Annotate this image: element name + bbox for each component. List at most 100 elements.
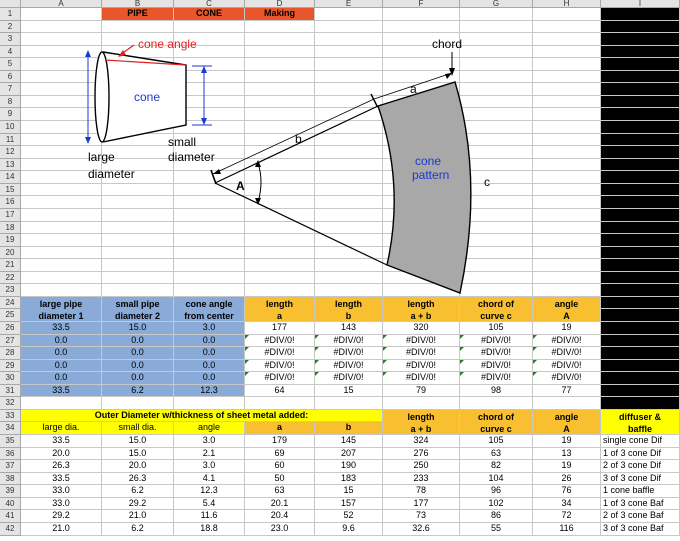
title-making[interactable]: Making	[245, 8, 315, 21]
cell-D15[interactable]	[245, 183, 315, 197]
table2-r36-cH[interactable]: 13	[533, 447, 601, 461]
column-header-A[interactable]: A	[21, 0, 102, 8]
cell-A21[interactable]	[21, 259, 102, 272]
cell-E13[interactable]	[315, 158, 383, 172]
cell-H9[interactable]	[533, 108, 601, 122]
cell-E17[interactable]	[315, 208, 383, 222]
table2-r35-cA[interactable]: 33.5	[21, 435, 102, 448]
cell-F11[interactable]	[383, 133, 460, 147]
table2-r36-cI[interactable]: 1 of 3 cone Dif	[601, 447, 680, 461]
table1-r30-cH[interactable]: #DIV/0!	[533, 372, 601, 385]
row-header-1[interactable]: 1	[0, 8, 21, 21]
cell-A17[interactable]	[21, 208, 102, 222]
cell-D17[interactable]	[245, 208, 315, 222]
table1-r30-cF[interactable]: #DIV/0!	[383, 372, 460, 385]
cell-A11[interactable]	[21, 133, 102, 147]
cell-E9[interactable]	[315, 108, 383, 122]
cell-F32[interactable]	[383, 397, 460, 410]
cell-B5[interactable]	[102, 58, 174, 71]
table1-r30-cA[interactable]: 0.0	[21, 372, 102, 385]
table2-r37-cF[interactable]: 250	[383, 460, 460, 473]
header2-large-dia[interactable]: large dia.	[21, 422, 102, 436]
cell-C15[interactable]	[174, 183, 245, 197]
cell-E19[interactable]	[315, 234, 383, 247]
table2-r37-cE[interactable]: 190	[315, 460, 383, 473]
cell-A5[interactable]	[21, 58, 102, 71]
table2-r38-cA[interactable]: 33.5	[21, 472, 102, 486]
cell-E11[interactable]	[315, 133, 383, 147]
cell-I5[interactable]	[601, 58, 680, 71]
cell-G20[interactable]	[460, 246, 533, 260]
table1-r31-cD[interactable]: 64	[245, 384, 315, 398]
cell-E5[interactable]	[315, 58, 383, 71]
table2-r42-cG[interactable]: 55	[460, 522, 533, 536]
row-header-40[interactable]: 40	[0, 497, 21, 511]
cell-E22[interactable]	[315, 271, 383, 285]
row-header-31[interactable]: 31	[0, 384, 21, 398]
cell-C19[interactable]	[174, 234, 245, 247]
column-header-C[interactable]: C	[174, 0, 245, 8]
cell-E32[interactable]	[315, 397, 383, 410]
table1-r26-cD[interactable]: 177	[245, 322, 315, 335]
cell-B13[interactable]	[102, 158, 174, 172]
table1-r26-cH[interactable]: 19	[533, 322, 601, 335]
table2-r40-cG[interactable]: 102	[460, 497, 533, 511]
cell-I22[interactable]	[601, 271, 680, 285]
table2-r37-cB[interactable]: 20.0	[102, 460, 174, 473]
row-header-9[interactable]: 9	[0, 108, 21, 122]
cell-G18[interactable]	[460, 221, 533, 235]
table2-r36-cG[interactable]: 63	[460, 447, 533, 461]
cell-G4[interactable]	[460, 45, 533, 59]
table1-r27-cB[interactable]: 0.0	[102, 334, 174, 348]
cell-A16[interactable]	[21, 196, 102, 209]
cell-I23[interactable]	[601, 284, 680, 297]
cell-H19[interactable]	[533, 234, 601, 247]
table1-r30-cB[interactable]: 0.0	[102, 372, 174, 385]
cell-G21[interactable]	[460, 259, 533, 272]
cell-D18[interactable]	[245, 221, 315, 235]
table1-r31-cH[interactable]: 77	[533, 384, 601, 398]
table1-r29-cB[interactable]: 0.0	[102, 359, 174, 373]
cell-B3[interactable]	[102, 33, 174, 46]
table2-r42-cI[interactable]: 3 of 3 cone Baf	[601, 522, 680, 536]
row-header-34[interactable]: 34	[0, 422, 21, 436]
table1-r29-cF[interactable]: #DIV/0!	[383, 359, 460, 373]
cell-B7[interactable]	[102, 83, 174, 96]
table2-r40-cA[interactable]: 33.0	[21, 497, 102, 511]
cell-D3[interactable]	[245, 33, 315, 46]
cell-I6[interactable]	[601, 70, 680, 84]
table2-r41-cI[interactable]: 2 of 3 cone Baf	[601, 510, 680, 523]
row-header-11[interactable]: 11	[0, 133, 21, 147]
table2-r37-cA[interactable]: 26.3	[21, 460, 102, 473]
cell-I21[interactable]	[601, 259, 680, 272]
cell-A23[interactable]	[21, 284, 102, 297]
cell-A8[interactable]	[21, 95, 102, 109]
cell-H6[interactable]	[533, 70, 601, 84]
cell-A4[interactable]	[21, 45, 102, 59]
cell-G15[interactable]	[460, 183, 533, 197]
table2-r36-cC[interactable]: 2.1	[174, 447, 245, 461]
table2-r40-cB[interactable]: 29.2	[102, 497, 174, 511]
cell-F3[interactable]	[383, 33, 460, 46]
cell-G5[interactable]	[460, 58, 533, 71]
cell-I7[interactable]	[601, 83, 680, 96]
cell-C10[interactable]	[174, 121, 245, 134]
cell-H17[interactable]	[533, 208, 601, 222]
cell-G1[interactable]	[460, 8, 533, 21]
table2-r41-cE[interactable]: 52	[315, 510, 383, 523]
cell-D32[interactable]	[245, 397, 315, 410]
cell-D2[interactable]	[245, 20, 315, 34]
table2-r37-cH[interactable]: 19	[533, 460, 601, 473]
table1-r29-cD[interactable]: #DIV/0!	[245, 359, 315, 373]
cell-F15[interactable]	[383, 183, 460, 197]
column-header-F[interactable]: F	[383, 0, 460, 8]
cell-B18[interactable]	[102, 221, 174, 235]
cell-H13[interactable]	[533, 158, 601, 172]
table2-r38-cG[interactable]: 104	[460, 472, 533, 486]
row-header-26[interactable]: 26	[0, 322, 21, 335]
cell-C7[interactable]	[174, 83, 245, 96]
